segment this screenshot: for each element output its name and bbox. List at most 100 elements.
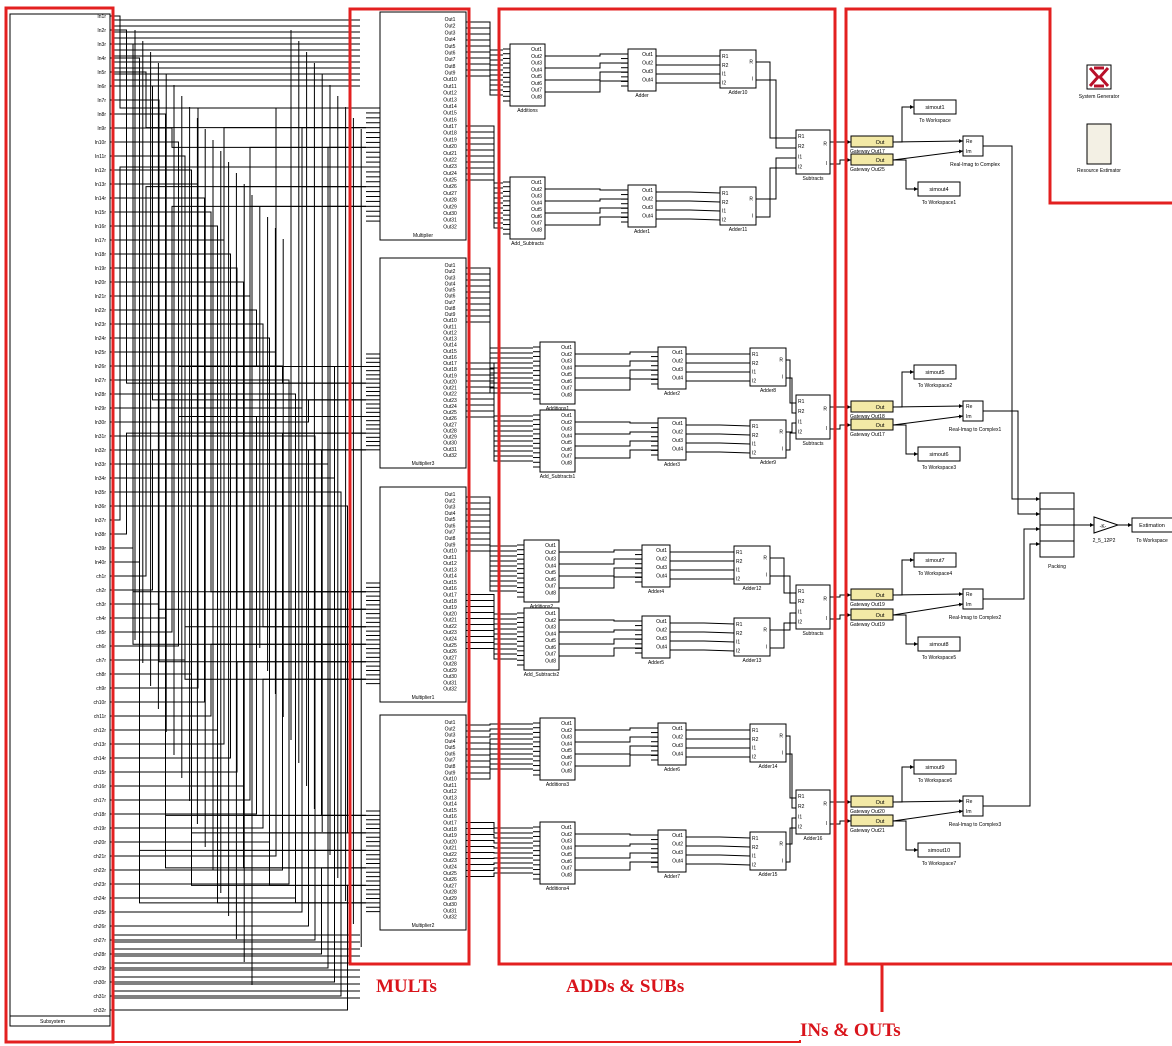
subsystem-port-label: ch4r [96,616,106,622]
workspace-label: To Workspace6 [918,778,953,784]
stage-output-label: Out4 [561,845,572,851]
stage-wire [756,158,796,199]
subsystem-port-label: ch2r [96,588,106,594]
ws-wire [893,160,918,189]
mult-to-stage-wire [466,515,517,561]
stage-output-label: Out6 [561,379,572,385]
ri-port: R1 [722,54,729,60]
stage-output-label: Out7 [545,584,556,590]
mult-to-stage-wire [466,595,517,615]
multiplier-output: Out28 [443,662,457,668]
stage-output-label: Out1 [672,421,683,427]
mult-to-stage-wire [466,138,503,193]
multiplier-output: Out10 [443,318,457,324]
ri-out-r: R [779,429,783,435]
packing-label: Packing [1048,564,1066,570]
r2c-im: Im [966,414,972,420]
stage-output-label: Out6 [545,645,556,651]
multiplier-output: Out30 [443,211,457,217]
workspace-var: simout5 [925,370,944,376]
stage-output-label: Out2 [642,61,653,67]
subsystem-port-label: In18r [95,252,107,258]
subsystem-port-label: ch21r [93,854,106,860]
stage-wire [770,613,796,630]
multiplier-output: Out3 [445,275,456,281]
stage-output-label: Out3 [545,625,556,631]
gateway-text: Out [876,158,885,164]
workspace-label: To Workspace5 [922,655,957,661]
ri-port: R2 [798,409,805,415]
ri-port: R2 [722,63,729,69]
stage-wire [686,434,750,435]
multiplier-output: Out8 [445,536,456,542]
subsystem-port-label: ch23r [93,882,106,888]
multiplier-output: Out18 [443,827,457,833]
stage-output-label: Out2 [561,420,572,426]
stage-wire [575,352,658,354]
stage-output-label: Out3 [531,61,542,67]
stage-output-label: Out6 [545,577,556,583]
multiplier-output: Out15 [443,111,457,117]
ri-port: R2 [798,599,805,605]
stage-output-label: Out5 [561,748,572,754]
stage-output-label: Out1 [642,188,653,194]
multiplier-output: Out14 [443,343,457,349]
multiplier-output: Out22 [443,624,457,630]
stage-output-label: Out5 [545,638,556,644]
subsystem-port-label: ch26r [93,924,106,930]
subsystem-port-label: In23r [95,322,107,328]
ri-out-r: R [823,801,827,807]
multiplier-output: Out26 [443,416,457,422]
multiplier-output: Out21 [443,151,457,157]
ri-out-i: I [752,213,753,219]
stage-wire [656,192,720,193]
frame-adds-subs [499,9,835,964]
multiplier-output: Out32 [443,224,457,230]
subsystem-port-label: In39r [95,546,107,552]
stage-wire [575,853,658,858]
multiplier-output: Out13 [443,337,457,343]
subsystem-port-label: ch18r [93,812,106,818]
stage-wire [559,630,642,632]
subsystem-port-label: In11r [95,154,106,160]
stage-output-label: Out4 [561,433,572,439]
subsystem-port-label: In28r [95,392,107,398]
stage-output-label: Out1 [642,52,653,58]
stage-label: Adder [635,93,649,99]
stage-output-label: Out5 [531,74,542,80]
multiplier-output: Out7 [445,57,456,63]
stage-output-label: Out3 [561,839,572,845]
stage-wire [656,201,720,202]
ri-label: Adder10 [729,90,748,96]
stage-wire [575,432,658,434]
ri-port: I1 [752,442,756,448]
multiplier-output: Out17 [443,821,457,827]
ri-port: R1 [798,589,805,595]
subsystem-port-label: In24r [95,336,107,342]
multiplier-output: Out8 [445,764,456,770]
ri-port: I2 [722,218,726,224]
subsystem-port-label: In40r [95,560,107,566]
multiplier-output: Out23 [443,164,457,170]
multiplier-output: Out2 [445,24,456,30]
multiplier-output: Out21 [443,386,457,392]
multiplier-output: Out29 [443,204,457,210]
stage-output-label: Out5 [561,852,572,858]
stage-wire [786,360,796,403]
multiplier-output: Out30 [443,674,457,680]
ri-port: I2 [736,577,740,583]
gateway-out-bottom [851,815,893,826]
stage-output-label: Out4 [672,447,683,453]
subsystem-port-label: ch30r [93,980,106,986]
pack-wire [983,544,1040,806]
stage-output-label: Out7 [545,652,556,658]
stage-output-label: Out1 [561,413,572,419]
stage-wire [686,443,750,444]
subsystem-port-label: In1r [97,14,106,20]
stage-output-label: Out2 [642,197,653,203]
multiplier-output: Out3 [445,733,456,739]
r2c-re: Re [966,592,973,598]
multiplier-output: Out7 [445,530,456,536]
gateway-label: Gateway Out21 [850,828,885,834]
multiplier-output: Out19 [443,137,457,143]
